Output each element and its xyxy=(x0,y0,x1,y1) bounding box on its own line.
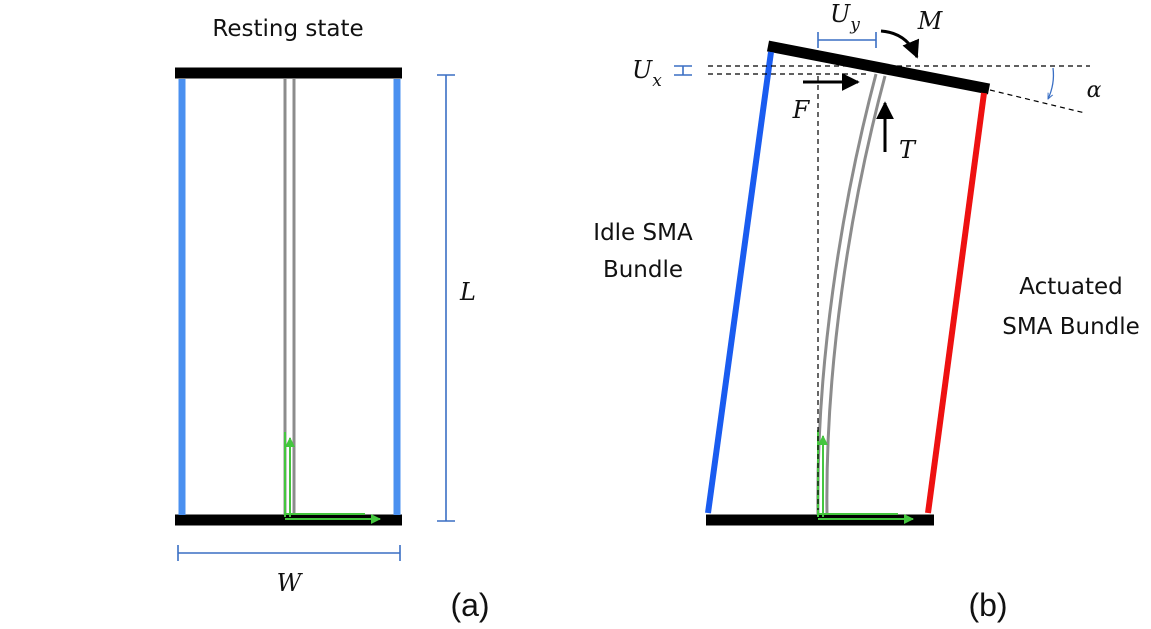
ux-dimension xyxy=(674,65,692,76)
width-dimension xyxy=(177,545,401,561)
caption-a: (a) xyxy=(450,587,489,623)
idle-sma-label-line1: Idle SMA xyxy=(593,220,693,246)
idle-sma-label-line2: Bundle xyxy=(603,257,683,283)
force-label: F xyxy=(792,96,811,124)
tension-label: T xyxy=(899,136,917,164)
alpha-arc xyxy=(1047,67,1055,99)
actuated-sma-label-line2: SMA Bundle xyxy=(1002,314,1140,340)
idle-sma-bundle xyxy=(705,51,774,514)
actuated-sma-label-line1: Actuated xyxy=(1019,274,1122,300)
ux-label: Ux xyxy=(632,56,662,91)
coordinate-axes-b xyxy=(817,430,914,524)
panel-a-title: Resting state xyxy=(212,16,363,42)
panel-a: Resting state L xyxy=(175,16,490,623)
panel-b: Ux Uy M α F T Idle SMA Bundle Actuated S… xyxy=(593,0,1139,623)
tilted-top-plate xyxy=(766,40,991,95)
moment-arrow xyxy=(880,29,920,59)
coordinate-axes xyxy=(284,432,381,524)
length-dimension xyxy=(437,74,455,522)
caption-b: (b) xyxy=(968,587,1007,623)
actuated-sma-bundle xyxy=(925,92,987,514)
alpha-label: α xyxy=(1087,78,1102,103)
uy-label: Uy xyxy=(830,0,860,35)
width-label: W xyxy=(277,569,304,597)
uy-dimension xyxy=(817,32,877,48)
moment-label: M xyxy=(917,7,944,35)
length-label: L xyxy=(459,278,476,306)
bent-backbone xyxy=(816,73,887,516)
